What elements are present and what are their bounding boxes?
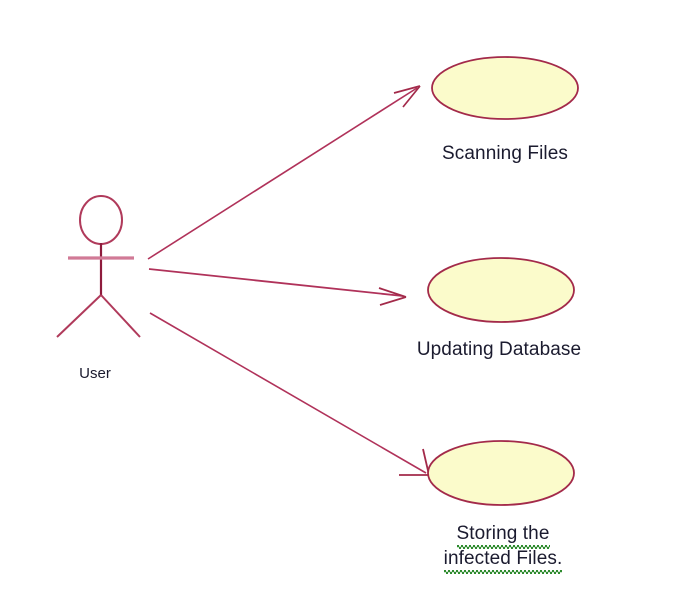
- association-line: [149, 312, 427, 474]
- spellcheck-underline-icon: Storing the: [456, 523, 550, 549]
- actor-label-user: User: [79, 365, 111, 382]
- use-case-label-updating-database: Updating Database: [416, 339, 582, 360]
- use-case-ellipse-storing-infected-files[interactable]: [427, 440, 575, 506]
- arrowhead-open-icon: [378, 287, 407, 306]
- use-case-ellipse-updating-database[interactable]: [427, 257, 575, 323]
- actor-leg-left-line: [56, 294, 102, 338]
- use-case-label-scanning-files: Scanning Files: [441, 143, 569, 164]
- association-line: [147, 87, 418, 260]
- arrowhead-open-icon: [393, 85, 421, 108]
- actor-head-icon: [79, 195, 123, 245]
- actor-leg-right-line: [100, 294, 141, 338]
- use-case-label-line-1: Storing the: [403, 521, 603, 549]
- spellcheck-underline-icon: infected Files.: [443, 548, 563, 574]
- actor-user[interactable]: [56, 195, 141, 338]
- use-case-ellipse-scanning-files[interactable]: [431, 56, 579, 120]
- association-user-to-scanning-files[interactable]: [147, 85, 421, 260]
- use-case-label-line-2: infected Files.: [403, 546, 603, 574]
- arrowhead-open-icon: [399, 448, 430, 476]
- association-line: [148, 268, 404, 297]
- use-case-label-storing-infected-files: Storing the infected Files.: [403, 521, 603, 574]
- association-user-to-storing-infected-files[interactable]: [149, 312, 430, 476]
- association-user-to-updating-database[interactable]: [148, 268, 407, 306]
